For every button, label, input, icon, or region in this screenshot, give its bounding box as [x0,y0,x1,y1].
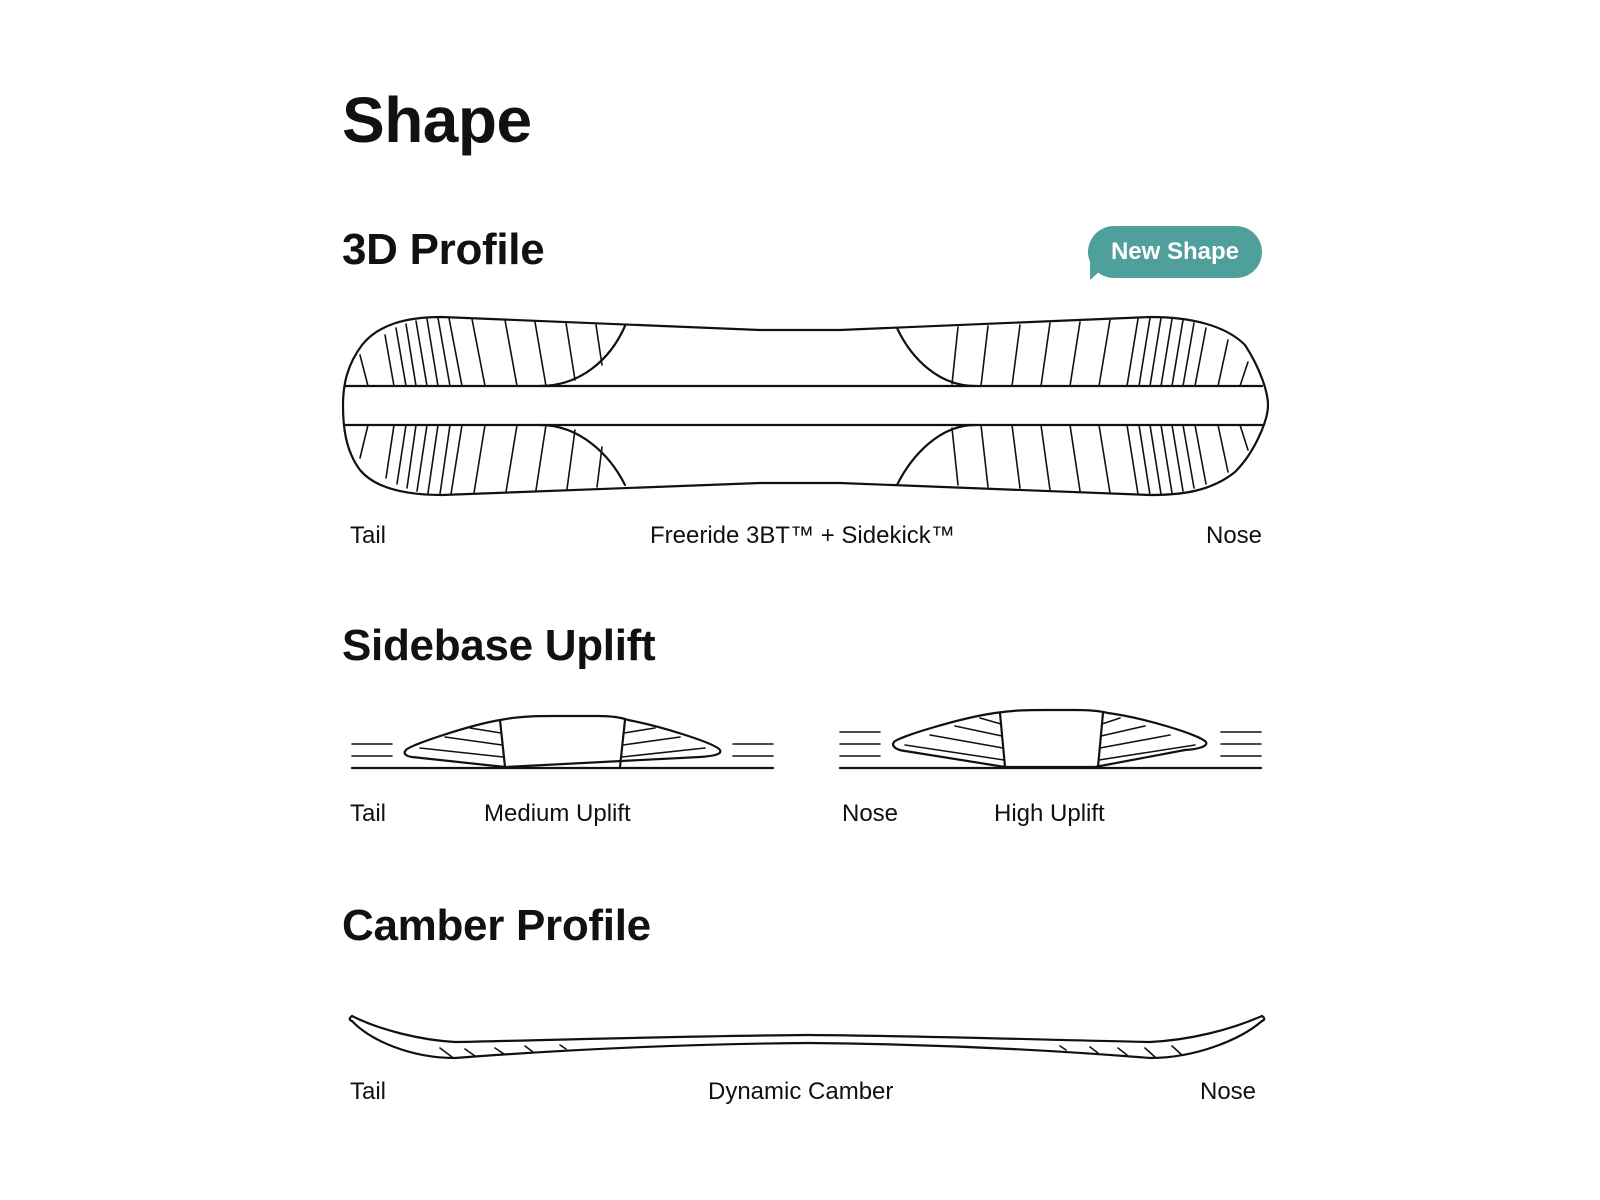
camber-tail-label: Tail [350,1078,387,1105]
medium-uplift-shape [350,714,775,770]
high-uplift-shape [838,708,1263,770]
camber-center-label: Dynamic Camber [708,1078,894,1105]
3d-profile-center-label: Freeride 3BT™ + Sidekick™ [650,522,955,549]
nose-top-hatch [951,317,1249,387]
new-shape-badge: New Shape [1088,226,1264,286]
camber-nose-label: Nose [1200,1078,1257,1105]
camber-tail-hatch [439,1044,567,1058]
sidebase-right-end-label: Nose [842,800,899,827]
sidebase-left-end-label: Tail [350,800,387,827]
3d-profile-nose-label: Nose [1206,522,1263,549]
section-heading-camber-profile: Camber Profile [342,901,651,950]
sidebase-left-level-label: Medium Uplift [484,800,631,827]
tail-top-hatch [359,317,603,387]
nose-bottom-hatch [951,424,1249,496]
camber-nose-hatch [1059,1045,1183,1058]
section-heading-3d-profile: 3D Profile [342,225,545,274]
sidebase-right-level-label: High Uplift [994,800,1105,827]
tail-bottom-hatch [359,424,603,495]
page-title: Shape [342,84,532,156]
new-shape-badge-label: New Shape [1088,226,1262,278]
3d-profile-tail-label: Tail [350,522,387,549]
section-heading-sidebase-uplift: Sidebase Uplift [342,621,656,670]
